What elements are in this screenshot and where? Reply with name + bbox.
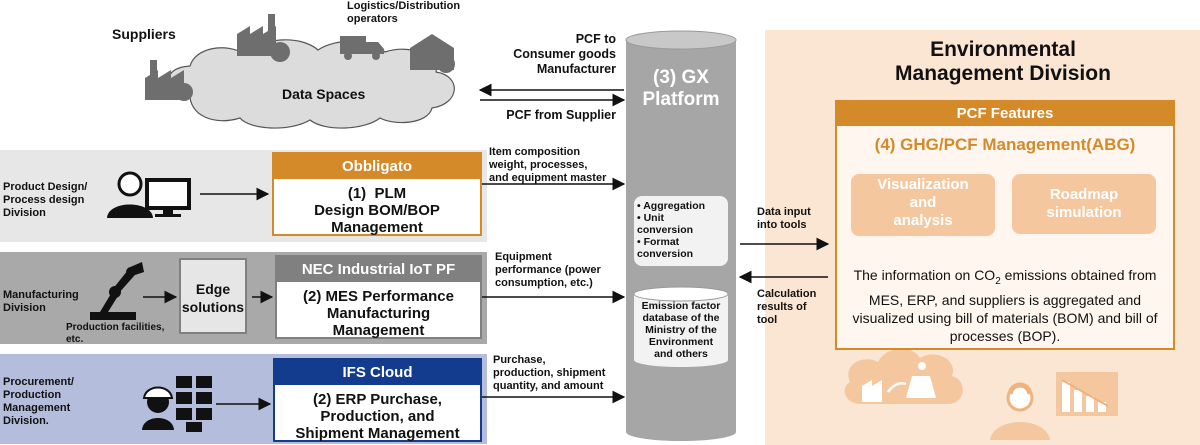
logistics-label: Logistics/Distribution operators xyxy=(347,0,461,25)
ghg-pcf-title: (4) GHG/PCF Management(ABG) xyxy=(874,135,1136,154)
worker-boxes-icon xyxy=(142,376,212,432)
design-division-label: Product Design/ Process design Division xyxy=(3,181,88,219)
environment-title: Environmental Management Division xyxy=(895,38,1111,85)
function-aggregation: • Aggregation xyxy=(637,200,706,212)
data-input-label: Data input into tools xyxy=(757,206,811,231)
visualization-analysis-box: Visualization and analysis xyxy=(851,174,995,236)
factory-icon xyxy=(145,60,193,101)
erp-system-box: IFS Cloud (2) ERP Purchase, Production, … xyxy=(273,358,482,442)
erp-system-header: IFS Cloud xyxy=(275,360,480,385)
suppliers-label: Suppliers xyxy=(112,26,176,42)
environment-description: The information on CO2 emissions obtaine… xyxy=(852,267,1158,344)
procurement-division-label: Procurement/ Production Management Divis… xyxy=(3,376,74,427)
robot-arm-icon xyxy=(90,262,144,320)
function-unit-conversion: • Unit conversion xyxy=(637,212,694,236)
analyst-icon xyxy=(990,382,1050,440)
function-format-conversion: • Format conversion xyxy=(637,236,694,260)
cloud-factory-illustration xyxy=(844,348,963,404)
mes-flow-label: Equipment performance (power consumption… xyxy=(495,251,601,289)
data-spaces-label: Data Spaces xyxy=(282,86,366,102)
gx-platform-title: (3) GX Platform xyxy=(642,67,720,110)
factory-icon xyxy=(237,14,290,62)
mes-system-box: NEC Industrial IoT PF (2) MES Performanc… xyxy=(275,255,482,339)
erp-system-body: (2) ERP Purchase, Production, and Shipme… xyxy=(275,385,480,442)
data-spaces-cloud xyxy=(168,39,455,129)
declining-chart-icon xyxy=(1056,372,1118,416)
emission-database-label: Emission factor database of the Ministry… xyxy=(641,300,721,360)
plm-system-box: Obbligato (1) PLM Design BOM/BOP Managem… xyxy=(272,152,482,236)
emission-database-cylinder xyxy=(633,286,729,367)
manufacturing-division-label: Manufacturing Division xyxy=(3,289,79,314)
plm-flow-label: Item composition weight, processes, and … xyxy=(489,146,607,184)
designer-icon xyxy=(107,171,191,218)
calc-results-label: Calculation results of tool xyxy=(757,288,817,326)
roadmap-simulation-box: Roadmap simulation xyxy=(1012,174,1156,234)
plm-system-body: (1) PLM Design BOM/BOP Management xyxy=(274,179,480,236)
pcf-to-consumer-label: PCF to Consumer goods Manufacturer xyxy=(513,32,616,76)
mes-system-header: NEC Industrial IoT PF xyxy=(277,257,480,282)
pcf-features-header: PCF Features xyxy=(837,102,1173,126)
mes-system-body: (2) MES Performance Manufacturing Manage… xyxy=(277,282,480,339)
pcf-from-supplier-label: PCF from Supplier xyxy=(506,108,616,122)
truck-icon xyxy=(340,36,384,60)
edge-solutions-box: Edge solutions xyxy=(179,258,247,334)
erp-flow-label: Purchase, production, shipment quantity,… xyxy=(493,354,606,392)
warehouse-icon xyxy=(410,34,455,73)
pcf-features-panel: PCF Features (4) GHG/PCF Management(ABG)… xyxy=(835,100,1175,350)
plm-system-header: Obbligato xyxy=(274,154,480,179)
facility-note: Production facilities, etc. xyxy=(66,322,165,345)
platform-functions-box: • Aggregation • Unit conversion • Format… xyxy=(634,196,728,266)
